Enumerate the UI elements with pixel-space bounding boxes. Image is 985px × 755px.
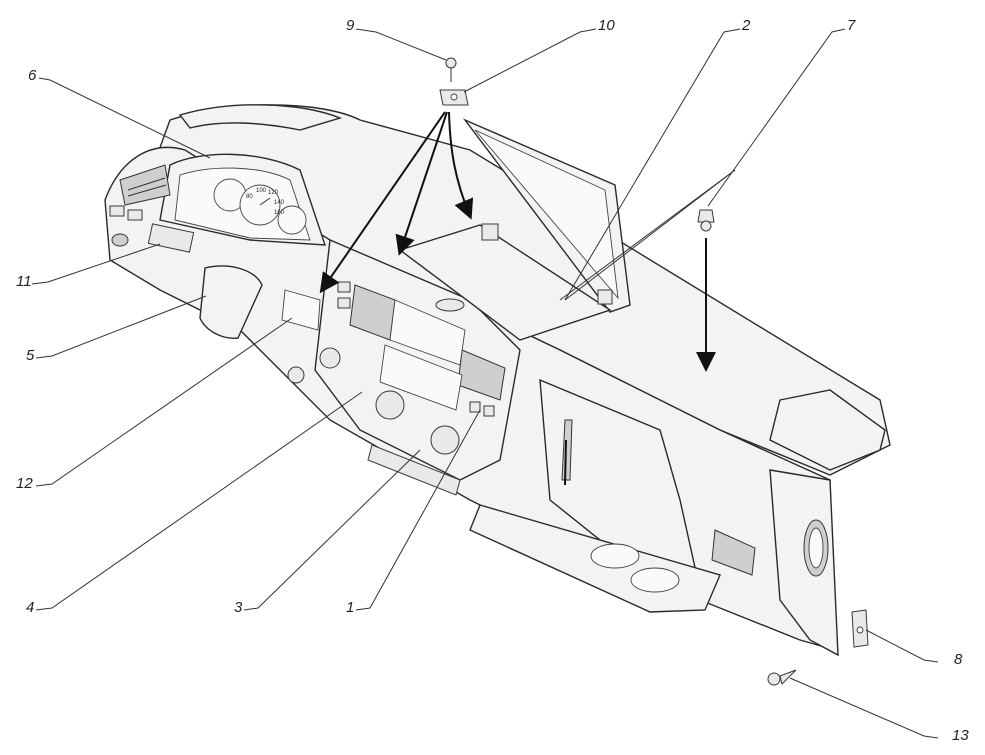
callout-4: 4: [26, 599, 34, 616]
leader-10: [463, 28, 597, 93]
callout-5: 5: [26, 347, 35, 364]
callout-10: 10: [598, 17, 615, 34]
instrument-cluster: 80 100 120 140 160: [159, 153, 326, 246]
console-knob-1: [319, 347, 341, 369]
leader-9: [355, 28, 447, 61]
heater-knob-left: [375, 390, 405, 420]
steering-column-shroud: [199, 265, 263, 339]
leader-2: [564, 28, 741, 301]
console-switch-a: [337, 281, 351, 293]
callout-6: 6: [28, 67, 37, 84]
callout-7: 7: [847, 17, 856, 34]
leader-7: [707, 28, 846, 207]
lid-hinge-left: [481, 223, 499, 241]
left-switch-2: [127, 209, 143, 221]
heater-knob-right: [430, 425, 460, 455]
leader-11: [31, 243, 161, 285]
leader-4: [35, 391, 363, 611]
push-clip-7: [697, 209, 715, 223]
leader-lines: [31, 28, 939, 739]
right-defrost-grille: [769, 389, 886, 471]
arrow-clip-to-console: [319, 111, 446, 294]
speedometer-needle: [259, 197, 271, 206]
arrow-clip-to-top: [395, 111, 448, 256]
storage-lid-inner: [474, 129, 619, 300]
callout-labels: 9 10 2 7 6 11 5 12 4 3 1 8 13: [16, 17, 969, 744]
console-switch-c: [469, 401, 481, 413]
callout-8: 8: [954, 651, 963, 668]
gauge-mark-80: 80: [246, 194, 253, 200]
gauge-mark-160: 160: [274, 210, 285, 216]
cup-holder-2: [630, 567, 680, 593]
small-gauge-right: [277, 205, 307, 235]
callout-11: 11: [16, 273, 32, 290]
callout-12: 12: [16, 475, 33, 492]
upper-storage-lid: [398, 118, 631, 341]
screw-13-tip: [779, 669, 797, 685]
leader-8: [865, 629, 939, 663]
hazard-switch: [435, 298, 465, 312]
leader-5: [35, 295, 207, 359]
glovebox-assembly: [469, 378, 756, 613]
radio-slot-upper: [389, 299, 466, 366]
lid-hinge-right: [597, 289, 613, 305]
console-switch-d: [483, 405, 495, 417]
callout-1: 1: [346, 599, 354, 616]
callout-13: 13: [952, 727, 969, 744]
right-air-vent: [711, 529, 756, 576]
callout-9: 9: [346, 17, 355, 34]
leader-1: [355, 409, 481, 611]
callout-3: 3: [234, 599, 243, 616]
gauge-mark-120: 120: [268, 190, 279, 196]
screw-9-head: [445, 57, 457, 69]
console-switch-b: [337, 297, 351, 309]
left-end-details: [109, 164, 195, 253]
left-defrost-grille: [178, 104, 343, 131]
lower-left-knob: [287, 366, 305, 384]
leader-6: [38, 77, 211, 159]
radio-slot-lower: [379, 344, 463, 411]
left-switch-1: [109, 205, 125, 217]
arrow-glovebox: [564, 439, 567, 486]
right-end-cap: [769, 469, 839, 657]
leader-12: [35, 317, 293, 487]
leader-13: [789, 677, 939, 739]
cup-holder-1: [590, 543, 640, 569]
callout-2: 2: [741, 17, 751, 34]
right-side-vent-inner: [808, 527, 824, 569]
assembly-arrows: [319, 111, 716, 486]
fasteners: [439, 57, 869, 686]
leader-3: [243, 449, 421, 611]
left-switch-panel: [281, 289, 321, 331]
gauge-mark-100: 100: [256, 188, 267, 194]
storage-compartment-top: [398, 224, 612, 341]
center-vent-right: [457, 349, 506, 401]
left-round-knob: [111, 233, 129, 247]
screw-13-head: [767, 672, 781, 686]
lower-left-panel: [147, 223, 195, 253]
console-lower-tray: [367, 444, 461, 496]
gauge-mark-140: 140: [274, 200, 285, 206]
arrow-clip-to-lid: [448, 111, 474, 220]
